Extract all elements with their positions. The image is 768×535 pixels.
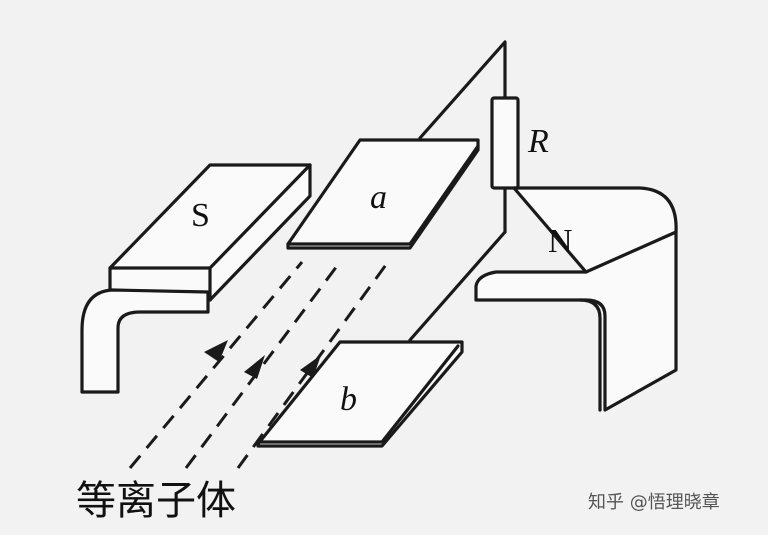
flow-arrow-icon [244,355,265,379]
magnet-n-label: N [548,223,573,260]
magnet-s-label: S [191,197,210,234]
plate-b [256,340,464,448]
plate-a [286,138,480,250]
plate-b-label: b [340,381,357,418]
circuit-wire [408,40,507,342]
resistor-label: R [527,123,549,160]
magnet-n [474,186,678,412]
magnet-s [80,163,312,394]
flow-arrow-icon [204,340,228,362]
plasma-label: 等离子体 [76,478,236,524]
flow-arrow-icon [300,355,321,378]
watermark: 知乎 @悟理晓章 [588,492,720,513]
plate-a-label: a [370,179,387,216]
resistor [490,96,520,190]
plasma-flow [128,261,390,469]
